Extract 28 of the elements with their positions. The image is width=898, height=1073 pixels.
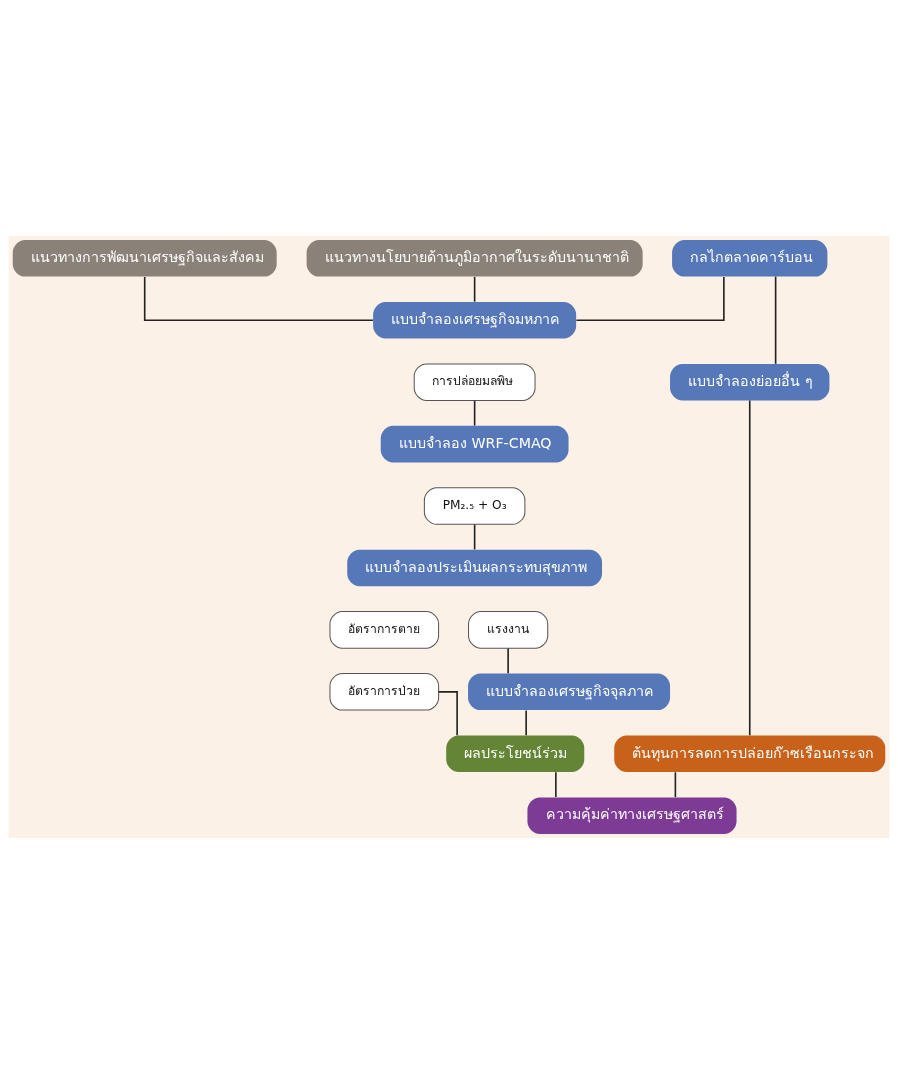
connector	[674, 771, 677, 798]
node-box: แรงงาน	[468, 610, 549, 649]
node-box: อัตราการตาย	[329, 610, 440, 649]
node-box: แนวทางการพัฒนาเศรษฐกิจและสังคม	[12, 239, 277, 277]
connector	[555, 771, 557, 798]
node-box: การปล่อยมลพิษ	[413, 362, 536, 401]
node-box: อัตราการป่วย	[329, 672, 440, 711]
connector	[525, 709, 527, 736]
connector	[437, 690, 458, 736]
connector	[473, 275, 476, 302]
node-box: แบบจำลองเศรษฐกิจจุลภาค	[468, 673, 671, 710]
connector	[748, 399, 751, 736]
node-box: แบบจำลองประเมินผลกระทบสุขภาพ	[347, 549, 603, 586]
connector	[774, 275, 777, 365]
node-box: แนวทางนโยบายด้านภูมิอากาศในระดับนานาชาติ	[306, 239, 643, 277]
connector	[507, 647, 509, 674]
node-box: ต้นทุนการลดการปล่อยก๊าซเรือนกระจก	[614, 734, 886, 772]
connector	[143, 275, 374, 321]
node-box: แบบจำลองเศรษฐกิจมหภาค	[373, 301, 577, 339]
node-box: แบบจำลอง WRF-CMAQ	[380, 425, 569, 462]
connector	[473, 523, 476, 550]
node-box: กลไกตลาดคาร์บอน	[672, 239, 828, 277]
node-box: PM₂.₅ + O₃	[423, 486, 526, 525]
node-box: ผลประโยชน์ร่วม	[446, 734, 585, 772]
connector	[575, 275, 725, 321]
node-box: ความคุ้มค่าทางเศรษฐศาสตร์	[527, 796, 737, 834]
node-box: แบบจำลองย่อยอื่น ๆ	[670, 363, 830, 400]
connector	[473, 399, 476, 426]
